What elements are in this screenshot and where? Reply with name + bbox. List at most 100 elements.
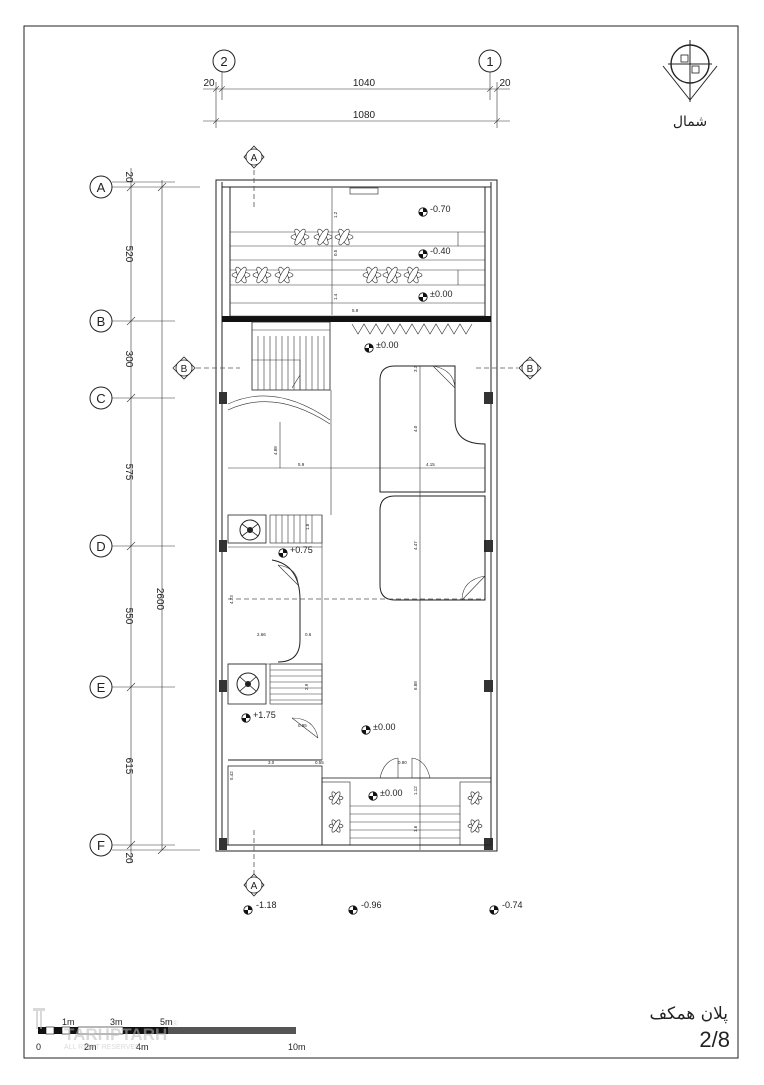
dim-left-20-top: 20	[123, 171, 134, 183]
section-marker-B-right: B	[518, 356, 542, 380]
level-mark-icon	[418, 207, 428, 217]
plant-icon	[467, 819, 483, 833]
level-mark-icon	[243, 905, 253, 915]
wall-columns	[219, 392, 493, 850]
dim-542: 5.42	[229, 771, 234, 780]
dim-090: 0.90	[398, 760, 407, 765]
room-right-upper	[379, 365, 486, 493]
grid-bubble-D: D	[89, 534, 113, 558]
dim-06: 0.6	[305, 632, 312, 637]
dim-59: 5.9	[298, 462, 305, 467]
level-mark-icon	[278, 548, 288, 558]
structural-wall-B	[222, 316, 491, 322]
dim-1040: 1040	[353, 78, 376, 89]
scale-end-label: 10m	[288, 1042, 306, 1052]
dim-1080: 1080	[353, 110, 376, 121]
dim-garden-59: 5.9	[352, 308, 359, 313]
dim-30: 3.0	[268, 760, 275, 765]
dim-left-550: 550	[123, 608, 134, 625]
dim-18: 1.8	[305, 523, 310, 530]
plant-icon	[382, 266, 402, 284]
scale-label: 0	[36, 1042, 41, 1052]
dim-29: 2.9	[304, 683, 309, 690]
level-label: ±0.00	[373, 722, 395, 732]
level-label: ±0.00	[376, 340, 398, 350]
plant-icon	[328, 791, 344, 805]
dim-garden-14: 1.4	[333, 293, 338, 300]
dim-left-20-bottom: 20	[123, 852, 134, 864]
dim-473: 4.73	[229, 595, 234, 604]
plant-icon	[467, 791, 483, 805]
entrance-area	[321, 757, 492, 846]
plant-icon	[334, 228, 354, 246]
dim-left-615: 615	[123, 758, 134, 775]
dim-415: 4.15	[426, 462, 435, 467]
dim-40: 4.0	[413, 425, 418, 432]
level-mark-icon	[489, 905, 499, 915]
drawing-title: پلان همکف	[649, 1004, 728, 1024]
plant-icon	[290, 228, 310, 246]
grid-bubble-B: B	[89, 309, 113, 333]
dim-488: 4.88	[273, 446, 278, 455]
watermark-logo: TARHPTARH ® ALL RIGHT RESERVED	[33, 1008, 178, 1051]
garden-steps	[230, 187, 485, 317]
plant-icon	[252, 266, 272, 284]
dim-266: 2.66	[257, 632, 266, 637]
level-label: -0.40	[430, 246, 451, 256]
grid-bubble-2: 2	[212, 49, 236, 73]
grid-label-D: D	[96, 539, 105, 554]
sheet-border	[23, 25, 739, 1059]
dim-055: 0.55	[315, 760, 324, 765]
door-swing	[432, 365, 456, 391]
dim-garden-12: 1.2	[333, 211, 338, 218]
grid-bubble-A: A	[89, 175, 113, 199]
scale-label: 1m	[62, 1017, 75, 1027]
top-dimension-lines	[203, 70, 510, 128]
plant-icon	[274, 266, 294, 284]
scale-label: 2m	[84, 1042, 97, 1052]
dim-left-2600: 2600	[154, 588, 165, 611]
section-label: A	[251, 153, 258, 164]
grid-bubble-F: F	[89, 833, 113, 857]
fan-icon	[236, 672, 260, 696]
level-mark-icon	[368, 791, 378, 801]
level-label: +1.75	[253, 710, 276, 720]
scale-bar	[38, 1026, 296, 1035]
north-arrow-icon	[662, 40, 718, 102]
left-dimension-lines	[112, 168, 200, 862]
section-marker-A-top: A	[243, 145, 265, 169]
level-mark-icon	[241, 713, 251, 723]
north-label: شمال	[673, 114, 707, 130]
level-label: ±0.00	[380, 788, 402, 798]
dim-garden-05: 0.5	[333, 249, 338, 256]
service-block	[227, 514, 323, 761]
level-label: -0.96	[361, 900, 382, 910]
level-mark-icon	[418, 249, 428, 259]
door-swing	[461, 575, 486, 601]
plant-icon	[231, 266, 251, 284]
level-mark-icon	[348, 905, 358, 915]
curved-arch	[227, 395, 331, 421]
dim-112: 1.12	[413, 786, 418, 795]
dim-left-575: 575	[123, 464, 134, 481]
level-mark-icon	[364, 343, 374, 353]
section-label: A	[251, 881, 258, 892]
main-stair	[251, 321, 331, 391]
level-label: ±0.00	[430, 289, 452, 299]
level-label: -0.70	[430, 204, 451, 214]
level-label: +0.75	[290, 545, 313, 555]
grid-bubble-1: 1	[478, 49, 502, 73]
section-label: B	[181, 364, 188, 375]
section-marker-B-left: B	[172, 356, 196, 380]
dim-20-right: 20	[499, 78, 511, 89]
fan-icon	[239, 519, 261, 541]
room-right-lower	[379, 495, 486, 601]
grid-label-F: F	[97, 838, 105, 853]
dim-left-300: 300	[123, 351, 134, 368]
plant-icon	[362, 266, 382, 284]
dim-095: 0.95	[298, 723, 307, 728]
level-mark-icon	[361, 725, 371, 735]
section-marker-A-bottom: A	[243, 873, 265, 897]
